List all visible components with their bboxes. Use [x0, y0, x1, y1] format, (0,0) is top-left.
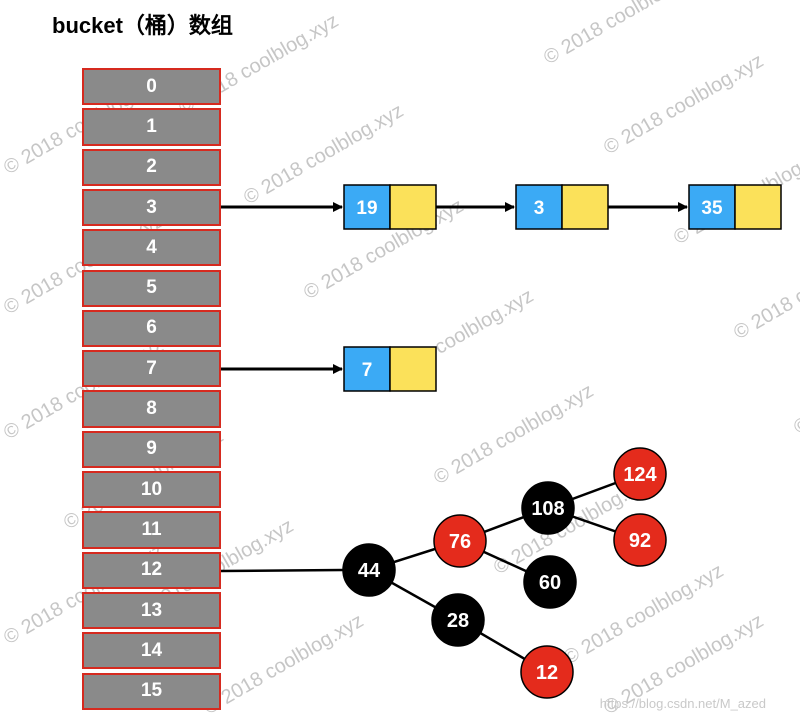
tree-node: 60 [523, 555, 577, 609]
node-key-label: 35 [701, 198, 723, 219]
tree-node-label: 60 [539, 572, 561, 594]
tree-node: 124 [613, 447, 667, 501]
node-next-cell [389, 346, 437, 392]
node-key-cell [688, 184, 736, 230]
tree-node: 92 [613, 513, 667, 567]
node-key-label: 19 [356, 198, 377, 219]
bucket-slot: 10 [82, 471, 221, 509]
bucket-tree-link [220, 568, 344, 573]
tree-node-circle [613, 513, 667, 567]
node-key-cell [343, 346, 391, 392]
bucket-slot: 11 [82, 511, 221, 549]
bucket-slot: 13 [82, 591, 221, 630]
bucket-slot: 9 [82, 430, 221, 468]
bucket-slot: 1 [82, 108, 221, 146]
list-node: 35 [688, 184, 782, 230]
node-key-label: 3 [534, 198, 545, 219]
tree-node-label: 76 [449, 531, 471, 553]
tree-node: 108 [521, 481, 575, 535]
bucket-slot: 3 [82, 188, 221, 227]
tree-node-circle [523, 555, 577, 609]
tree-node-label: 108 [531, 498, 564, 520]
tree-node-label: 28 [447, 610, 469, 632]
tree-node-label: 44 [358, 560, 381, 582]
tree-node: 28 [431, 593, 485, 647]
node-key-label: 7 [362, 360, 373, 381]
tree-node-circle [431, 593, 485, 647]
bucket-slot: 14 [82, 632, 221, 670]
bucket-slot: 12 [82, 551, 221, 589]
bucket-slot: 5 [82, 269, 221, 307]
bucket-slot: 4 [82, 229, 221, 267]
tree-node-label: 12 [536, 662, 558, 684]
tree-node-circle [613, 447, 667, 501]
credit-text: https://blog.csdn.net/M_azed [599, 696, 766, 711]
list-node: 19 [343, 184, 437, 230]
bucket-slot: 2 [82, 148, 221, 186]
bucket-slot: 7 [82, 350, 221, 388]
tree-node-label: 92 [629, 530, 651, 552]
tree-node: 44 [342, 543, 396, 597]
node-key-cell [343, 184, 391, 230]
tree-node: 76 [433, 514, 487, 568]
node-key-cell [515, 184, 563, 230]
tree-node-circle [342, 543, 396, 597]
bucket-slot: 6 [82, 309, 221, 348]
bucket-slot: 15 [82, 672, 221, 710]
node-next-cell [734, 184, 782, 230]
bucket-slot: 8 [82, 390, 221, 428]
list-node: 3 [515, 184, 609, 230]
tree-node: 12 [520, 645, 574, 699]
tree-node-circle [521, 481, 575, 535]
tree-node-label: 124 [623, 464, 657, 486]
list-node: 7 [343, 346, 437, 392]
tree-node-circle [433, 514, 487, 568]
node-next-cell [561, 184, 609, 230]
tree-node-circle [520, 645, 574, 699]
node-next-cell [389, 184, 437, 230]
tree-layer: 44 76 28 108 60 124 92 12 [342, 447, 667, 699]
page-title: bucket（桶）数组 [52, 13, 233, 38]
chain-layer: 19 3 35 7 [343, 184, 782, 392]
bucket-slot: 0 [82, 68, 221, 106]
